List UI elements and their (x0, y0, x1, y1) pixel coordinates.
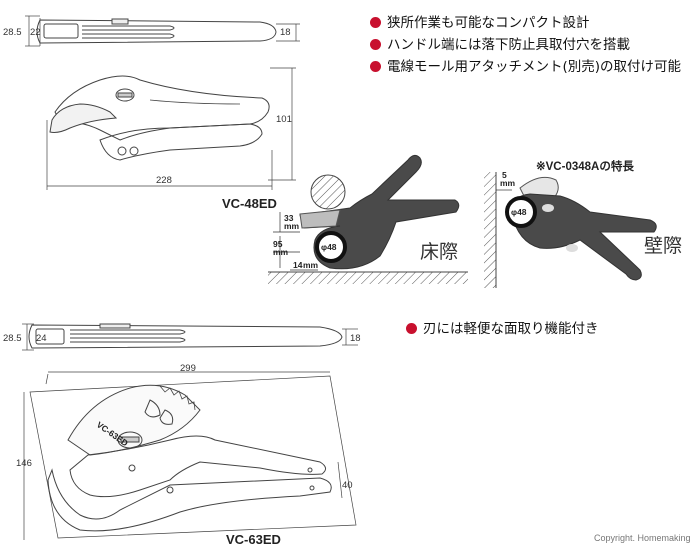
floor-dim-14: 14 (293, 260, 303, 270)
floor-dim-14-unit: mm (303, 260, 319, 270)
wall-feature-title: ※VC-0348Aの特長 (536, 161, 634, 173)
feature-item-chamfer: 刃には軽便な面取り機能付き (406, 320, 599, 338)
bullet-icon (370, 61, 381, 72)
floor-dim-33-unit: mm (284, 221, 300, 231)
feature-item-lanyard-hole: ハンドル端には落下防止具取付穴を搭載 (370, 36, 630, 54)
vc63-side-handle: 40 (342, 480, 353, 491)
feature-text: 狭所作業も可能なコンパクト設計 (387, 15, 590, 31)
wall-pipe-label: φ48 (511, 207, 527, 217)
floor-dim-95: 95 (273, 239, 283, 249)
vc63-side-view (23, 371, 357, 540)
vc63-model-label: VC-63ED (226, 532, 281, 547)
wall-label: 壁際 (644, 235, 682, 257)
vc63-top-left-a: 28.5 (3, 333, 22, 344)
vc48-top-left-b: 22 (30, 27, 41, 38)
floor-dim-33: 33 (284, 213, 294, 223)
vc63-side-height: 146 (16, 458, 32, 469)
feature-text: 刃には軽便な面取り機能付き (423, 321, 599, 337)
vc48-top-view (25, 15, 300, 47)
vc63-top-right: 18 (350, 333, 361, 344)
feature-item-compact: 狭所作業も可能なコンパクト設計 (370, 14, 590, 32)
vc63-top-left-b: 24 (36, 333, 47, 344)
bullet-icon (370, 17, 381, 28)
vc48-side-height: 101 (276, 114, 292, 125)
vc48-model-label: VC-48ED (222, 196, 277, 211)
vc63-top-view (22, 323, 358, 351)
floor-pipe-label: φ48 (321, 242, 337, 252)
vc48-side-view (46, 67, 296, 190)
feature-text: 電線モール用アタッチメント(別売)の取付け可能 (387, 59, 682, 75)
vc48-side-length: 228 (156, 175, 172, 186)
floor-label: 床際 (420, 241, 458, 263)
floor-usage-illustration (268, 154, 468, 284)
floor-dim-95-unit: mm (273, 247, 289, 257)
wall-usage-illustration (484, 172, 657, 288)
vc48-top-left-a: 28.5 (3, 27, 22, 38)
feature-text: ハンドル端には落下防止具取付穴を搭載 (387, 37, 630, 53)
copyright: Copyright. Homemaking (594, 533, 691, 543)
vc48-top-right: 18 (280, 27, 291, 38)
feature-item-attachment: 電線モール用アタッチメント(別売)の取付け可能 (370, 58, 681, 76)
bullet-icon (370, 39, 381, 50)
vc63-side-length: 299 (180, 363, 196, 374)
wall-dim-5-unit: mm (500, 178, 516, 188)
bullet-icon (406, 323, 417, 334)
wall-dim-5: 5 (502, 170, 507, 180)
